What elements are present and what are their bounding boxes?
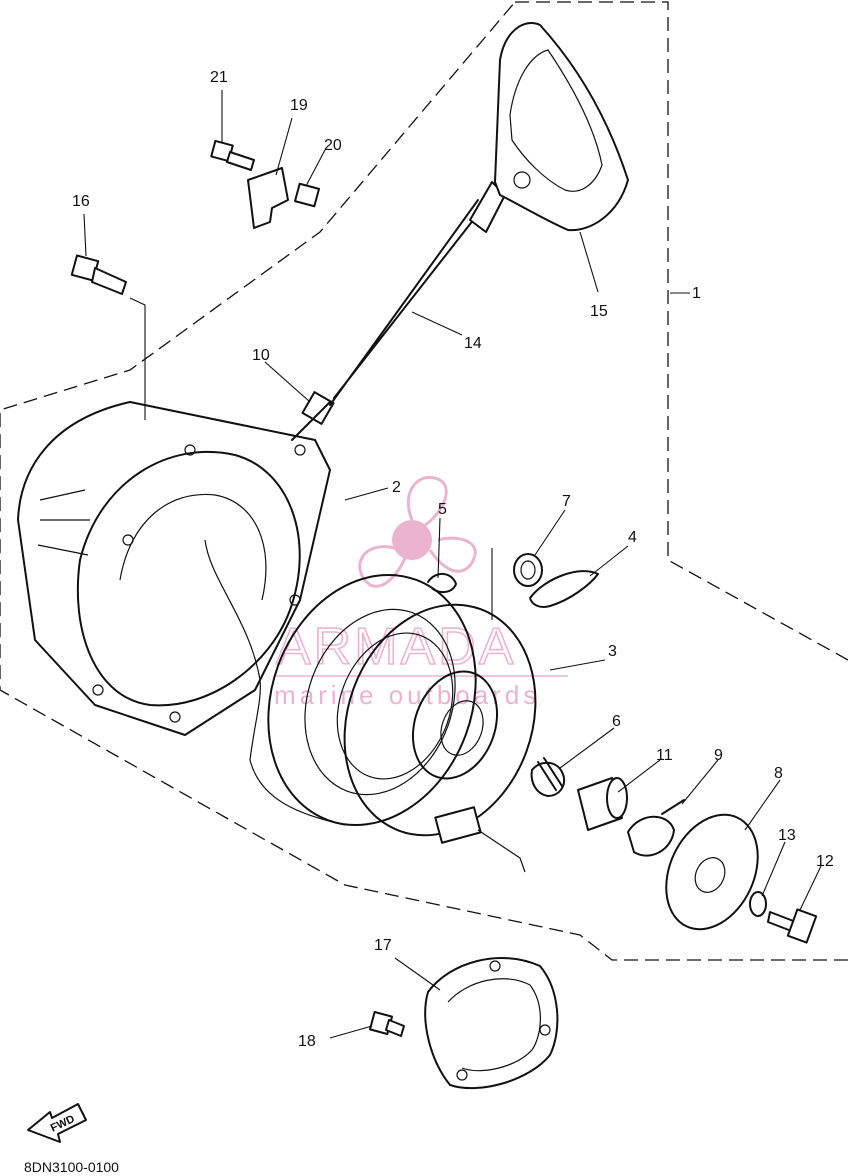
part-14-starter-rope — [291, 199, 486, 441]
fwd-arrow-icon: FWD — [27, 1103, 87, 1143]
callout-3: 3 — [608, 643, 617, 660]
callout-13: 13 — [778, 827, 796, 844]
part-9-friction-plate — [627, 799, 685, 857]
callout-21: 21 — [210, 69, 228, 86]
callout-1: 1 — [692, 285, 701, 302]
part-4-pawl — [529, 570, 599, 608]
callout-4: 4 — [628, 529, 637, 546]
callout-12: 12 — [816, 853, 834, 870]
part-13-washer — [749, 891, 767, 917]
callout-10: 10 — [252, 347, 270, 364]
callout-18: 18 — [298, 1033, 316, 1050]
part-6-spring — [530, 757, 566, 797]
part-21-bolt — [210, 139, 255, 171]
part-20-nut — [294, 182, 320, 208]
callout-6: 6 — [612, 713, 621, 730]
leader-lines — [83, 90, 822, 1039]
part-3-drive-pulley — [267, 573, 537, 873]
part-7-pawl-spring — [513, 553, 543, 587]
watermark-propeller-blade — [428, 536, 477, 573]
part-10-rope-guide — [301, 391, 335, 425]
callout-5: 5 — [438, 501, 447, 518]
watermark-propeller-blade — [406, 475, 448, 527]
callout-20: 20 — [324, 137, 342, 154]
part-15-starter-handle — [469, 22, 629, 233]
callout-15: 15 — [590, 303, 608, 320]
part-5-spring — [427, 573, 457, 594]
watermark-propeller-blade — [358, 545, 407, 588]
watermark-propeller-hub — [392, 520, 432, 560]
callout-7: 7 — [562, 493, 571, 510]
watermark-logo: ARMADA marine outboards — [274, 475, 568, 710]
part-2-starter-case — [17, 401, 346, 826]
part-17-starter-cover — [424, 957, 559, 1090]
part-18-screw — [368, 1010, 405, 1037]
callout-11: 11 — [656, 747, 673, 764]
part-11-bushing — [577, 777, 628, 831]
part-16-bolt — [70, 254, 146, 420]
callout-19: 19 — [290, 97, 308, 114]
watermark-tagline: marine outboards — [274, 680, 540, 710]
callout-2: 2 — [392, 479, 401, 496]
callout-9: 9 — [714, 747, 723, 764]
callout-16: 16 — [72, 193, 90, 210]
part-12-bolt — [767, 908, 818, 944]
callout-17: 17 — [374, 937, 392, 954]
drawing-code: 8DN3100-0100 — [24, 1159, 119, 1175]
callout-14: 14 — [464, 335, 482, 352]
part-8-cover-plate — [665, 813, 759, 931]
assembly-boundary — [0, 1, 848, 961]
part-19-bracket — [247, 167, 289, 229]
callout-8: 8 — [774, 765, 783, 782]
